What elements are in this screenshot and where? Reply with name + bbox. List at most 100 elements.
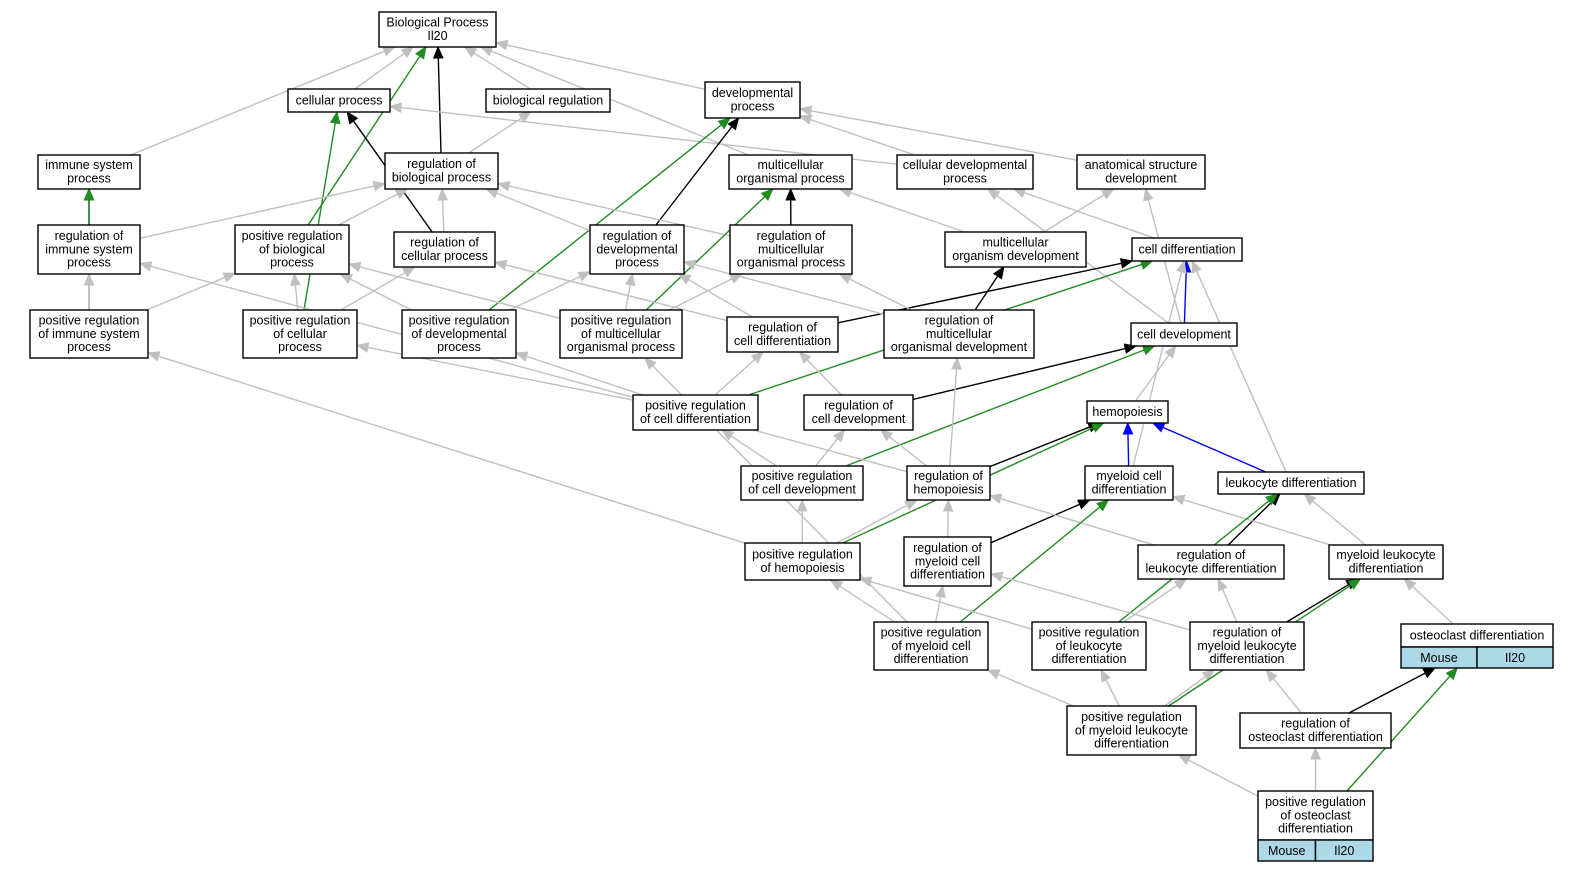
edge-arrowhead bbox=[1403, 578, 1417, 591]
edge-arrowhead bbox=[798, 105, 813, 117]
edge-line bbox=[839, 585, 895, 623]
edge-arrowhead bbox=[624, 272, 636, 287]
edge-prmcd-to-rmcd bbox=[934, 584, 946, 623]
edge-line bbox=[1183, 499, 1331, 546]
node-cd[interactable]: cell differentiation bbox=[1131, 237, 1243, 262]
node-label-line: leukocyte differentiation bbox=[1145, 561, 1276, 575]
edge-line bbox=[509, 275, 581, 311]
edge-prld-to-prhemo bbox=[858, 576, 1033, 630]
node-label-line: positive regulation bbox=[752, 469, 853, 483]
edge-line bbox=[526, 355, 643, 396]
node-box bbox=[234, 224, 350, 275]
edge-mld-to-mcd bbox=[1171, 494, 1331, 546]
node-box bbox=[726, 316, 839, 353]
node-label-line: process bbox=[67, 171, 111, 185]
node-label-line: biological process bbox=[392, 170, 491, 184]
edge-arrowhead bbox=[1119, 258, 1134, 269]
edge-arrowhead bbox=[1191, 259, 1202, 274]
node-label-line: regulation of bbox=[55, 229, 124, 243]
node-label-line: myeloid leukocyte bbox=[1197, 639, 1296, 653]
edge-prbp-to-rbp bbox=[338, 188, 409, 226]
edge-line bbox=[1134, 354, 1170, 402]
edge-arrowhead bbox=[1265, 668, 1278, 683]
edge-line bbox=[1312, 500, 1367, 546]
node-label-line: cell development bbox=[812, 412, 906, 426]
edge-rmld-to-rmcd bbox=[989, 571, 1191, 631]
edge-arrowhead bbox=[355, 342, 370, 353]
node-cdev[interactable]: cell development bbox=[1130, 322, 1238, 347]
edge-line bbox=[1272, 678, 1302, 714]
edge-line bbox=[668, 278, 733, 311]
node-label-line: regulation of bbox=[1281, 717, 1350, 731]
annotation-gene: Il20 bbox=[1505, 651, 1525, 665]
node-label-line: cellular process bbox=[296, 93, 383, 107]
node-hemo[interactable]: hemopoiesis bbox=[1086, 400, 1169, 424]
node-box bbox=[1257, 790, 1374, 841]
edge-rhemo-to-hemo bbox=[989, 422, 1101, 468]
edge-line bbox=[948, 368, 958, 467]
edge-arrowhead bbox=[1096, 499, 1110, 512]
edge-mod-to-mop bbox=[838, 187, 965, 233]
edge-prcd-to-rcd bbox=[714, 351, 764, 396]
edge-arrowhead bbox=[643, 357, 657, 370]
edge-line bbox=[1043, 194, 1105, 233]
node-label-line: differentiation bbox=[1349, 561, 1424, 575]
node-label-line: regulation of bbox=[1177, 548, 1246, 562]
edge-rdp-to-dp bbox=[655, 116, 740, 226]
edge-asd-to-dp bbox=[798, 105, 1078, 161]
edge-line bbox=[912, 347, 1126, 401]
node-label-line: positive regulation bbox=[752, 548, 853, 562]
node-ld[interactable]: leukocyte differentiation bbox=[1217, 471, 1365, 495]
edge-line bbox=[714, 358, 756, 396]
node-label-line: of myeloid leukocyte bbox=[1075, 723, 1188, 737]
node-cp[interactable]: cellular process bbox=[287, 88, 391, 113]
edge-arrowhead bbox=[1176, 259, 1187, 274]
node-label-line: regulation of bbox=[913, 541, 982, 555]
node-br[interactable]: biological regulation bbox=[485, 88, 611, 113]
edge-arrowhead bbox=[415, 45, 427, 60]
edge-arrowhead bbox=[83, 272, 95, 286]
edge-arrowhead bbox=[1445, 667, 1459, 681]
node-label-line: Biological Process bbox=[386, 16, 488, 30]
node-label-line: of myeloid cell bbox=[891, 639, 970, 653]
edge-line bbox=[850, 191, 965, 233]
edge-arrowhead bbox=[437, 187, 448, 201]
node-label-line: regulation of bbox=[410, 236, 479, 250]
